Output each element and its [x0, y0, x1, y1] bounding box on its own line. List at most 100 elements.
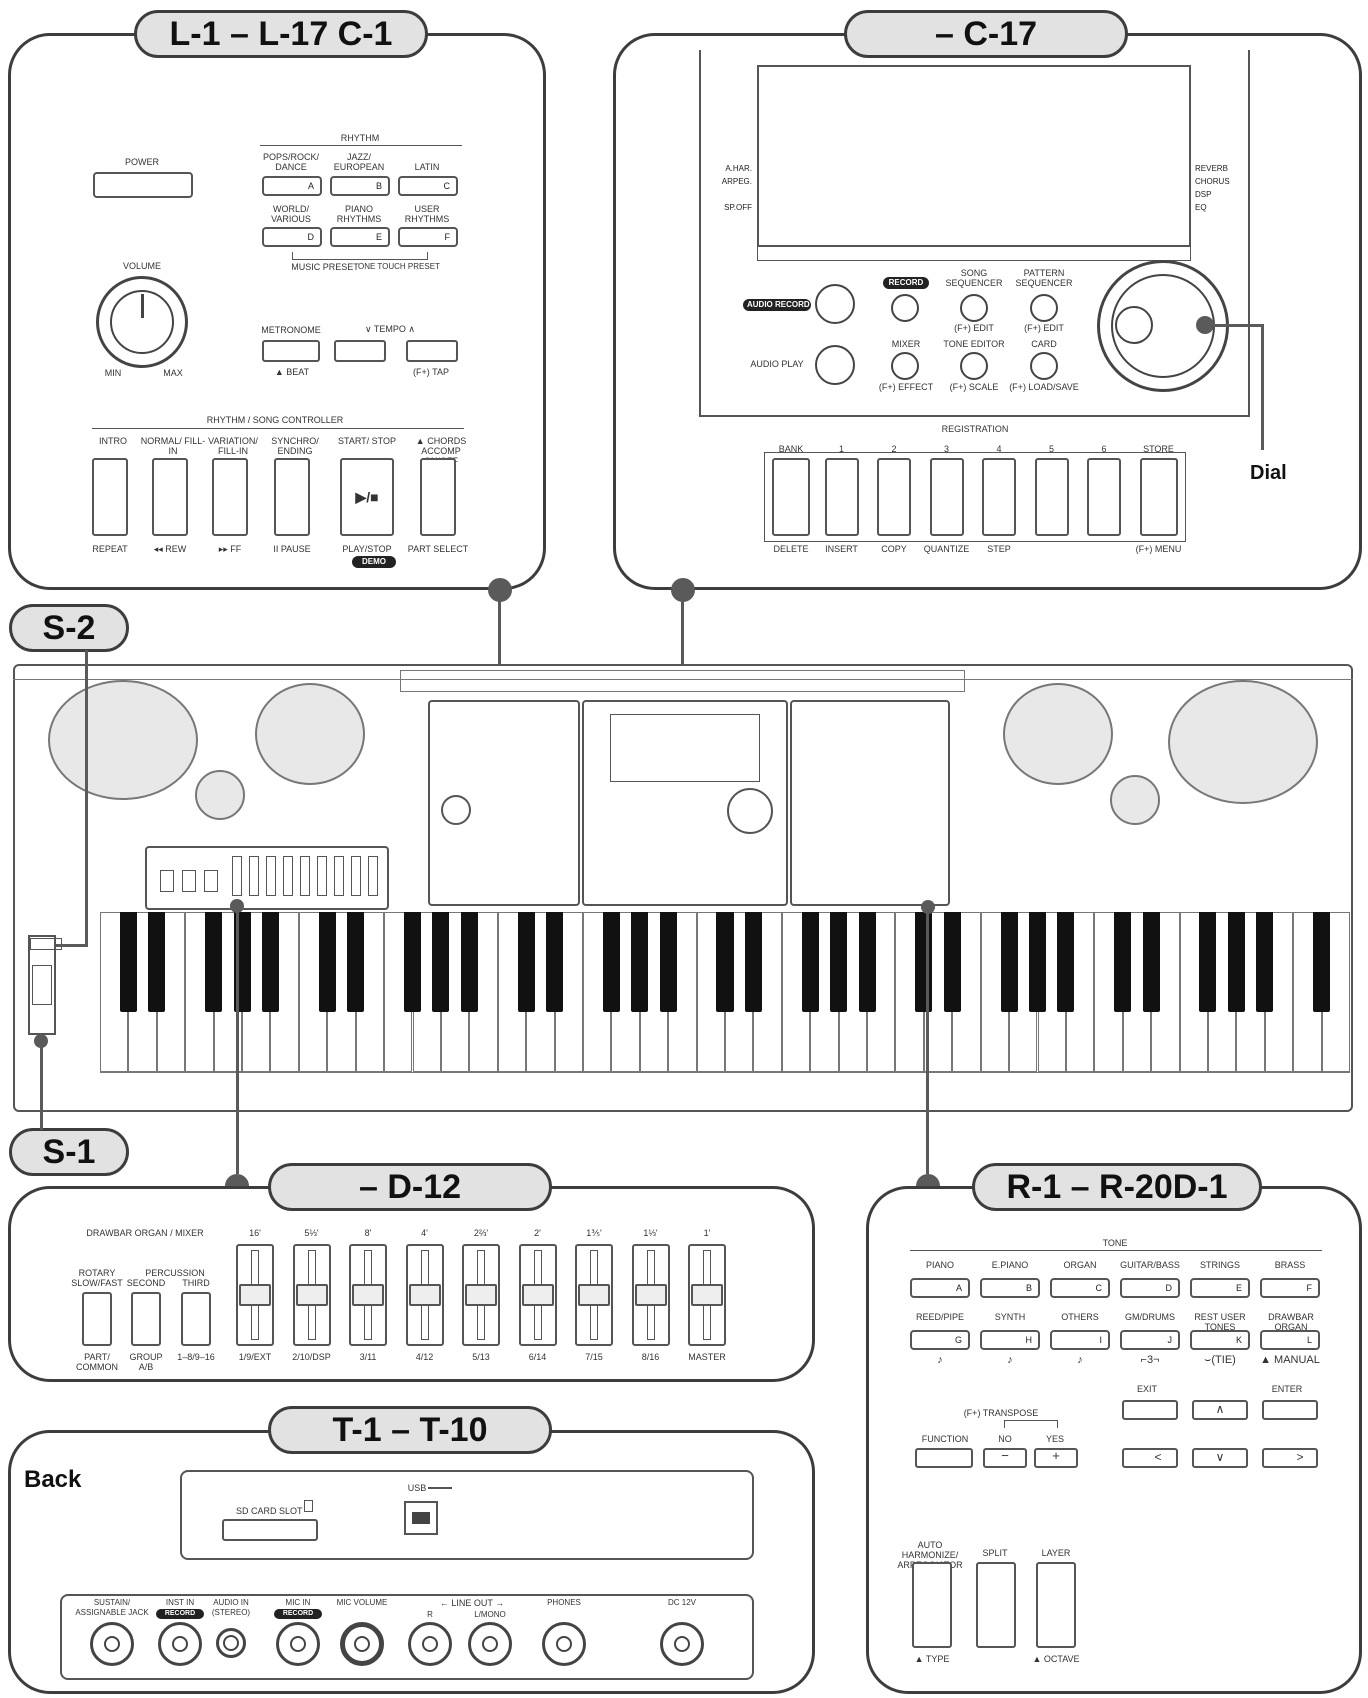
black-key[interactable] — [1227, 912, 1245, 1012]
black-key[interactable] — [602, 912, 620, 1012]
black-key[interactable] — [1114, 912, 1132, 1012]
drawbar-handle-2[interactable] — [352, 1284, 384, 1306]
enter-button[interactable] — [1262, 1400, 1318, 1420]
black-key[interactable] — [1057, 912, 1075, 1012]
black-key[interactable] — [261, 912, 279, 1012]
registration-button-5[interactable] — [1034, 458, 1069, 536]
audio-play-button[interactable] — [815, 345, 855, 385]
black-key[interactable] — [716, 912, 734, 1012]
right-button[interactable] — [1262, 1448, 1318, 1468]
tone-row1-button-5[interactable]: F — [1260, 1278, 1320, 1298]
rhythm-e-button[interactable]: E — [330, 227, 390, 247]
tempo-up-button[interactable] — [406, 340, 458, 362]
black-key[interactable] — [915, 912, 933, 1012]
black-key[interactable] — [347, 912, 365, 1012]
tone-row2-button-1[interactable]: H — [980, 1330, 1040, 1350]
drawbar-handle-1[interactable] — [295, 1284, 328, 1306]
black-key[interactable] — [943, 912, 961, 1012]
third-button[interactable] — [181, 1292, 211, 1346]
black-key[interactable] — [403, 912, 421, 1012]
audio-record-button[interactable] — [815, 284, 855, 324]
rhythm-a-button[interactable]: A — [262, 176, 322, 196]
tone-row2-button-0[interactable]: G — [910, 1330, 970, 1350]
rhythm-d-button[interactable]: D — [262, 227, 322, 247]
black-key[interactable] — [148, 912, 166, 1012]
minus-button[interactable] — [983, 1448, 1027, 1468]
controller-button-5[interactable] — [420, 458, 456, 536]
tempo-down-button[interactable] — [334, 340, 386, 362]
controller-button-4[interactable] — [340, 458, 394, 536]
black-key[interactable] — [1199, 912, 1217, 1012]
registration-button-3[interactable] — [929, 458, 964, 536]
black-key[interactable] — [830, 912, 848, 1012]
black-key[interactable] — [1028, 912, 1046, 1012]
registration-button-2[interactable] — [877, 458, 911, 536]
layer-button[interactable] — [1036, 1562, 1076, 1648]
rhythm-c-button[interactable]: C — [398, 176, 458, 196]
black-key[interactable] — [801, 912, 819, 1012]
black-key[interactable] — [205, 912, 223, 1012]
pitch-bend-wheel[interactable] — [32, 965, 52, 1005]
sd-card-slot[interactable] — [222, 1519, 318, 1541]
second-button[interactable] — [131, 1292, 161, 1346]
rhythm-f-button[interactable]: F — [398, 227, 458, 247]
tone-row2-button-5[interactable]: L — [1260, 1330, 1320, 1350]
pattern-sequencer-button[interactable] — [1030, 294, 1058, 322]
power-button[interactable] — [93, 172, 193, 198]
black-key[interactable] — [318, 912, 336, 1012]
registration-button-0[interactable] — [772, 458, 810, 536]
black-key[interactable] — [1000, 912, 1018, 1012]
black-key[interactable] — [1256, 912, 1274, 1012]
drawbar-handle-5[interactable] — [521, 1284, 554, 1306]
black-key[interactable] — [546, 912, 564, 1012]
controller-button-1[interactable] — [152, 458, 188, 536]
tone-row1-button-4[interactable]: E — [1190, 1278, 1250, 1298]
function-button[interactable] — [915, 1448, 973, 1468]
black-key[interactable] — [1313, 912, 1331, 1012]
usb-port[interactable] — [404, 1501, 438, 1535]
black-key[interactable] — [659, 912, 677, 1012]
tone-row2-button-3[interactable]: J — [1120, 1330, 1180, 1350]
tone-row1-button-1[interactable]: B — [980, 1278, 1040, 1298]
black-key[interactable] — [119, 912, 137, 1012]
registration-button-6[interactable] — [1087, 458, 1121, 536]
record-button[interactable] — [891, 294, 919, 322]
song-sequencer-button[interactable] — [960, 294, 988, 322]
black-key[interactable] — [1142, 912, 1160, 1012]
registration-button-7[interactable] — [1139, 458, 1178, 536]
black-key[interactable] — [517, 912, 535, 1012]
drawbar-handle-8[interactable] — [691, 1284, 723, 1306]
card-button[interactable] — [1030, 352, 1058, 380]
controller-button-2[interactable] — [212, 458, 248, 536]
rotary-button[interactable] — [82, 1292, 112, 1346]
controller-button-3[interactable] — [274, 458, 310, 536]
metronome-button[interactable] — [262, 340, 320, 362]
drawbar-handle-6[interactable] — [578, 1284, 610, 1306]
registration-button-1[interactable] — [824, 458, 859, 536]
rhythm-b-button[interactable]: B — [330, 176, 390, 196]
black-key[interactable] — [432, 912, 450, 1012]
tone-row1-button-3[interactable]: D — [1120, 1278, 1180, 1298]
tone-row2-button-2[interactable]: I — [1050, 1330, 1110, 1350]
black-key[interactable] — [858, 912, 876, 1012]
drawbar-handle-4[interactable] — [465, 1284, 497, 1306]
black-key[interactable] — [460, 912, 478, 1012]
tone-editor-button[interactable] — [960, 352, 988, 380]
left-button[interactable] — [1122, 1448, 1178, 1468]
plus-button[interactable] — [1034, 1448, 1078, 1468]
mixer-button[interactable] — [891, 352, 919, 380]
black-key[interactable] — [744, 912, 762, 1012]
split-button[interactable] — [976, 1562, 1016, 1648]
exit-button[interactable] — [1122, 1400, 1178, 1420]
tone-row1-button-2[interactable]: C — [1050, 1278, 1110, 1298]
registration-button-4[interactable] — [982, 458, 1016, 536]
up-button[interactable] — [1192, 1400, 1248, 1420]
tone-row2-button-4[interactable]: K — [1190, 1330, 1250, 1350]
drawbar-handle-7[interactable] — [634, 1284, 667, 1306]
jack-socket-1[interactable] — [158, 1622, 202, 1666]
tone-row1-button-0[interactable]: A — [910, 1278, 970, 1298]
drawbar-handle-0[interactable] — [239, 1284, 271, 1306]
controller-button-0[interactable] — [92, 458, 128, 536]
down-button[interactable] — [1192, 1448, 1248, 1468]
drawbar-handle-3[interactable] — [408, 1284, 441, 1306]
